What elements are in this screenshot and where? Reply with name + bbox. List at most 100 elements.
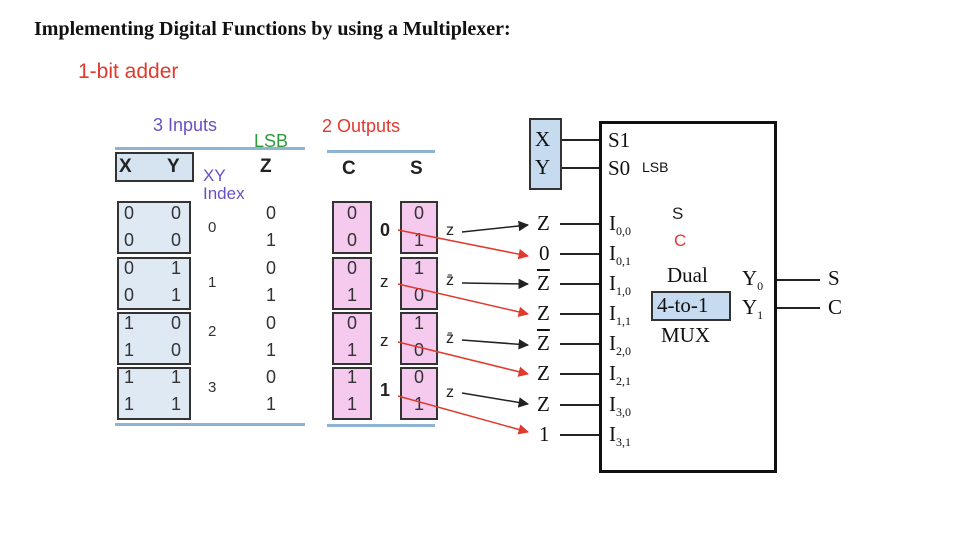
- cell-c: 1: [346, 285, 357, 305]
- header-s: S: [410, 158, 423, 179]
- cell-c: 0: [346, 203, 357, 223]
- s-group-box: [400, 312, 438, 365]
- cell-y: 1: [170, 367, 181, 387]
- s-arrow: [461, 392, 530, 408]
- mux-pin-i01: I0,1: [609, 241, 631, 269]
- c-function: 1: [380, 380, 391, 400]
- cell-x: 1: [123, 313, 134, 333]
- cell-c: 1: [346, 340, 357, 360]
- data-input: Z: [537, 301, 550, 325]
- cell-s: 1: [413, 313, 424, 333]
- inputs-label: 3 Inputs: [153, 115, 218, 135]
- index-label: Index: [203, 184, 245, 203]
- xy-label: XY: [203, 166, 226, 185]
- cell-y: 0: [170, 313, 181, 333]
- select-input-box: [529, 118, 562, 190]
- data-input: 1: [539, 422, 550, 446]
- outputs-label: 2 Outputs: [322, 116, 401, 136]
- s-group-box: [400, 367, 438, 420]
- cell-y: 0: [170, 230, 181, 250]
- cell-y: 1: [170, 258, 181, 278]
- data-input: Z: [537, 271, 550, 295]
- output-label-s: S: [828, 266, 840, 290]
- cell-c: 0: [346, 313, 357, 333]
- data-input: Z: [537, 392, 550, 416]
- c-arrow: [397, 395, 530, 435]
- subtitle: 1-bit adder: [78, 60, 179, 83]
- cell-s: 0: [413, 203, 424, 223]
- s-function: z̄: [446, 272, 454, 289]
- mux-pin-s0: S0: [608, 156, 631, 180]
- index-value: 3: [208, 379, 217, 396]
- c-group-box: [332, 257, 372, 310]
- mux-name-box: [651, 291, 731, 321]
- cell-c: 1: [346, 367, 357, 387]
- data-input: Z: [537, 211, 550, 235]
- cell-x: 0: [123, 258, 134, 278]
- mux-pin-i20: I2,0: [609, 331, 631, 359]
- header-x: X: [119, 156, 132, 177]
- c-tag: C: [674, 231, 687, 250]
- c-arrow: [397, 283, 530, 317]
- c-group-box: [332, 367, 372, 420]
- mux-output-y0: Y0: [742, 266, 764, 294]
- cell-s: 1: [413, 230, 424, 250]
- cell-c: 0: [346, 230, 357, 250]
- data-input: Z: [537, 361, 550, 385]
- header-c: C: [342, 158, 356, 179]
- cell-z: 0: [265, 367, 276, 387]
- mux-pin-i10: I1,0: [609, 271, 631, 299]
- mux-output-y1: Y1: [742, 295, 764, 323]
- s-group-box: [400, 201, 438, 254]
- mux-pin-i11: I1,1: [609, 301, 631, 329]
- cell-x: 0: [123, 203, 134, 223]
- select-input-y: Y: [535, 155, 551, 179]
- c-arrow: [397, 229, 530, 260]
- cell-z: 0: [265, 203, 276, 223]
- cell-s: 0: [413, 340, 424, 360]
- data-input: 0: [539, 241, 550, 265]
- cell-x: 0: [123, 230, 134, 250]
- s-function: z: [446, 384, 454, 401]
- index-value: 1: [208, 274, 217, 291]
- s-function: z: [446, 222, 454, 239]
- index-value: 2: [208, 323, 217, 340]
- output-label-c: C: [828, 295, 843, 319]
- cell-z: 1: [265, 230, 276, 250]
- s-arrow: [461, 220, 530, 233]
- mux-pin-i21: I2,1: [609, 361, 631, 389]
- cell-z: 0: [265, 313, 276, 333]
- cell-s: 1: [413, 394, 424, 414]
- page-title: Implementing Digital Functions by using …: [34, 18, 511, 40]
- divider: [327, 150, 435, 153]
- cell-x: 0: [123, 285, 134, 305]
- mux-name-line3: MUX: [661, 323, 711, 347]
- cell-y: 0: [170, 340, 181, 360]
- header-z: Z: [260, 156, 272, 177]
- cell-z: 1: [265, 285, 276, 305]
- cell-z: 1: [265, 340, 276, 360]
- xy-group-box: [117, 367, 191, 420]
- c-function: z: [380, 272, 389, 291]
- cell-y: 1: [170, 394, 181, 414]
- cell-z: 1: [265, 394, 276, 414]
- cell-x: 1: [123, 340, 134, 360]
- divider: [327, 424, 435, 427]
- cell-y: 0: [170, 203, 181, 223]
- mux-lsb-label: LSB: [642, 159, 669, 175]
- mux-pin-i30: I3,0: [609, 392, 631, 420]
- s-arrow: [461, 278, 530, 290]
- index-value: 0: [208, 219, 217, 236]
- cell-c: 0: [346, 258, 357, 278]
- cell-x: 1: [123, 394, 134, 414]
- data-input: Z: [537, 331, 550, 355]
- xy-group-box: [117, 257, 191, 310]
- s-group-box: [400, 257, 438, 310]
- cell-c: 1: [346, 394, 357, 414]
- mux-pin-i31: I3,1: [609, 422, 631, 450]
- select-input-x: X: [535, 127, 551, 151]
- xy-header-box: [115, 152, 194, 182]
- cell-x: 1: [123, 367, 134, 387]
- s-tag: S: [672, 204, 684, 223]
